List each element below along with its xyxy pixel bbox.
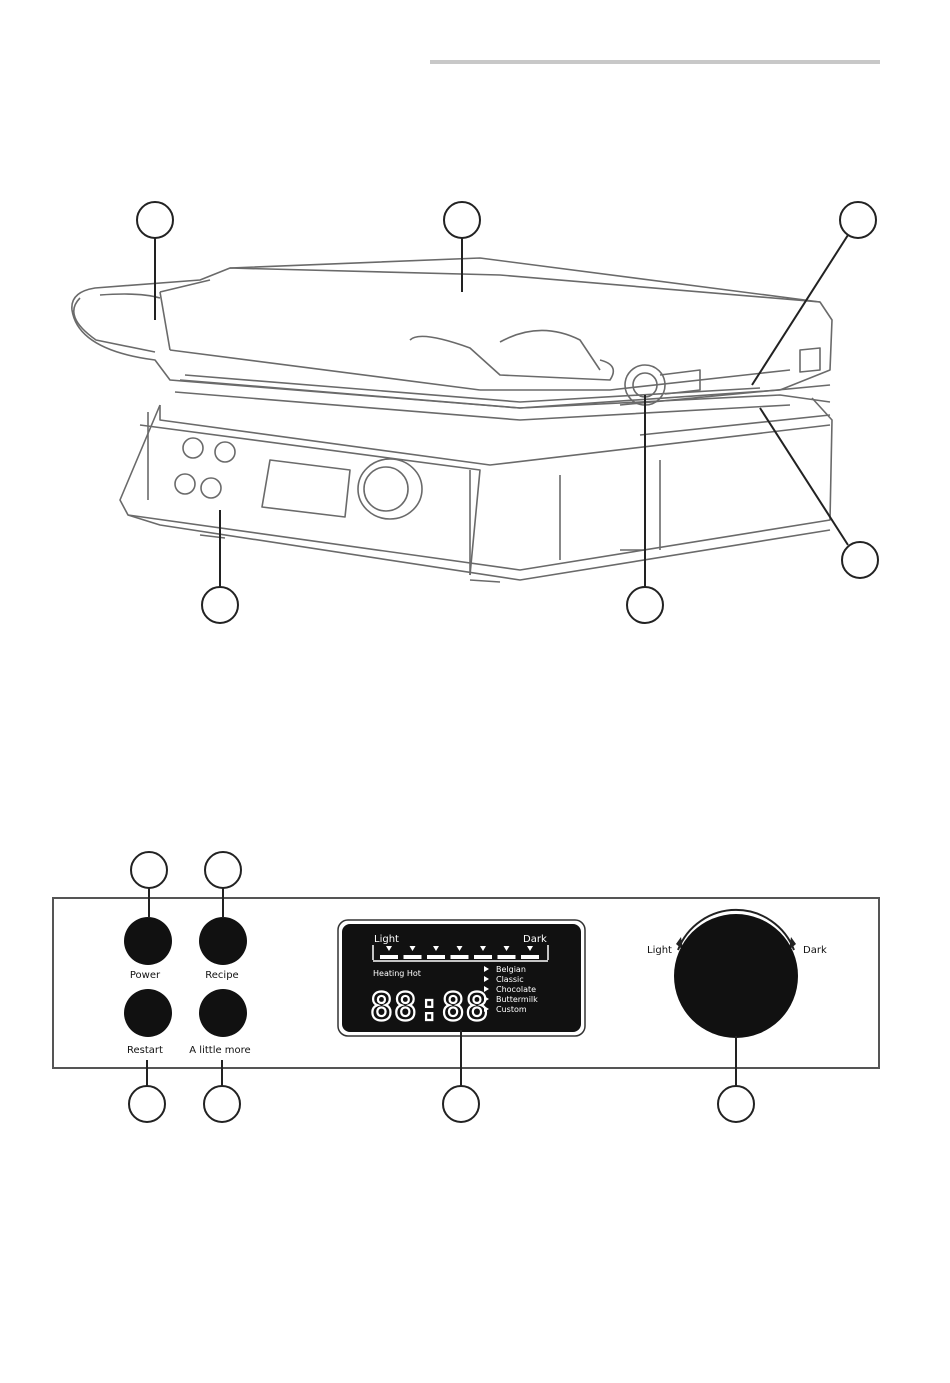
display-light-label: Light [374,934,399,945]
shade-dial[interactable] [674,914,798,1038]
display-timer: 88:88 [370,985,489,1029]
dial-light-label: Light [647,945,672,956]
callout-a-little-more [204,1086,240,1122]
recipe-item: Classic [496,975,524,984]
display-dark-label: Dark [523,934,547,945]
recipe-item: Buttermilk [496,995,538,1004]
power-button[interactable] [124,917,172,965]
waffle-maker-illustration [0,180,950,640]
base-buttons [175,438,235,498]
shade-segment [427,955,445,959]
callout-3 [840,202,876,238]
callout-5 [627,587,663,623]
header-rule [430,60,880,64]
display-status: Heating Hot [373,969,421,978]
restart-button[interactable] [124,989,172,1037]
dial-dark-label: Dark [803,945,827,956]
shade-segment [474,955,492,959]
shade-segment [451,955,469,959]
base-body [120,398,832,570]
callout-dial [718,1086,754,1122]
recipe-label: Recipe [205,970,238,981]
power-label: Power [130,970,161,981]
callout-display [443,1086,479,1122]
recipe-item: Chocolate [496,985,536,994]
recipe-item: Belgian [496,965,526,974]
control-panel-diagram: Power Recipe Restart A little more Light… [0,840,950,1140]
shade-segment [404,955,422,959]
callout-1 [137,202,173,238]
shade-segment [521,955,539,959]
callout-2 [444,202,480,238]
callout-recipe [205,852,241,888]
a-little-more-button[interactable] [199,989,247,1037]
a-little-more-label: A little more [189,1045,250,1056]
callout-power [131,852,167,888]
callout-restart [129,1086,165,1122]
shade-segment [498,955,516,959]
callout-4 [202,587,238,623]
base-display [262,460,350,517]
recipe-item: Custom [496,1005,527,1014]
shade-segment [380,955,398,959]
callout-6 [842,542,878,578]
restart-label: Restart [127,1045,163,1056]
recipe-button[interactable] [199,917,247,965]
